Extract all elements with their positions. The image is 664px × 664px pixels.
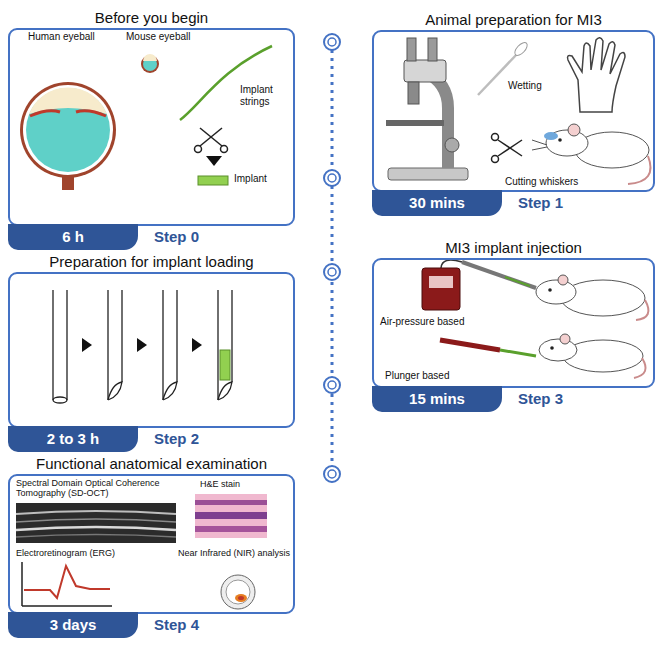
step-panel: Before you begin xyxy=(8,28,295,226)
he-stain-image xyxy=(195,494,267,538)
figure-label: H&E stain xyxy=(200,479,240,489)
step-label: Step 4 xyxy=(154,616,199,633)
figure-label: Spectral Domain Optical Coherence Tomogr… xyxy=(16,478,181,499)
panel-heading: Animal preparation for MI3 xyxy=(364,11,663,29)
human-eyeball xyxy=(20,82,116,190)
scissors xyxy=(195,128,228,153)
step-panel: Animal preparation for MI3 xyxy=(372,30,655,192)
panel-heading: MI3 implant injection xyxy=(364,239,663,257)
implant xyxy=(198,176,228,185)
microscope xyxy=(386,38,468,180)
duration-text: 15 mins xyxy=(409,390,465,408)
timeline xyxy=(324,34,340,482)
figure-label: Mouse eyeball xyxy=(126,31,190,43)
figure-label: Plunger based xyxy=(385,370,450,382)
panel-heading: Before you begin xyxy=(0,9,303,27)
capillary-tubes xyxy=(53,290,232,403)
duration-tab: 6 h xyxy=(8,224,138,250)
nir-fundus xyxy=(221,575,255,609)
down-arrow xyxy=(206,156,222,166)
step-arrows xyxy=(82,338,202,352)
air-pressure-injector xyxy=(422,260,536,310)
mouse-eyeball xyxy=(141,54,159,73)
mouse xyxy=(539,334,646,378)
oct-image xyxy=(16,503,176,543)
scissors xyxy=(492,134,523,163)
duration-tab: 30 mins xyxy=(372,190,502,216)
duration-text: 30 mins xyxy=(409,194,465,212)
panel-heading: Functional anatomical examination xyxy=(0,455,303,473)
implant xyxy=(220,350,230,380)
mouse xyxy=(532,124,651,184)
figure-label: Electroretinogram (ERG) xyxy=(16,548,115,558)
mouse xyxy=(536,275,648,320)
duration-tab: 3 days xyxy=(8,612,138,638)
glove xyxy=(568,38,626,112)
duration-tab: 2 to 3 h xyxy=(8,426,138,452)
step-panel: Preparation for implant loading xyxy=(8,272,295,428)
step-label: Step 0 xyxy=(154,228,199,245)
figure-label: Implant xyxy=(234,173,267,185)
erg-graph xyxy=(22,562,112,606)
duration-text: 6 h xyxy=(62,228,84,246)
figure-label: Human eyeball xyxy=(28,31,95,43)
duration-text: 3 days xyxy=(50,616,97,634)
implant-string xyxy=(180,46,272,120)
figure-label: Implant strings xyxy=(240,84,292,107)
step-label: Step 3 xyxy=(518,390,563,407)
figure-label: Near Infrared (NIR) analysis xyxy=(178,548,293,558)
duration-text: 2 to 3 h xyxy=(47,430,100,448)
panel-heading: Preparation for implant loading xyxy=(0,253,303,271)
plunger-injector xyxy=(440,340,536,356)
figure-label: Wetting xyxy=(508,80,542,92)
figure-label: Cutting whiskers xyxy=(505,176,578,188)
step-label: Step 1 xyxy=(518,194,563,211)
figure-label: Air-pressure based xyxy=(380,316,464,328)
duration-tab: 15 mins xyxy=(372,386,502,412)
step-label: Step 2 xyxy=(154,430,199,447)
